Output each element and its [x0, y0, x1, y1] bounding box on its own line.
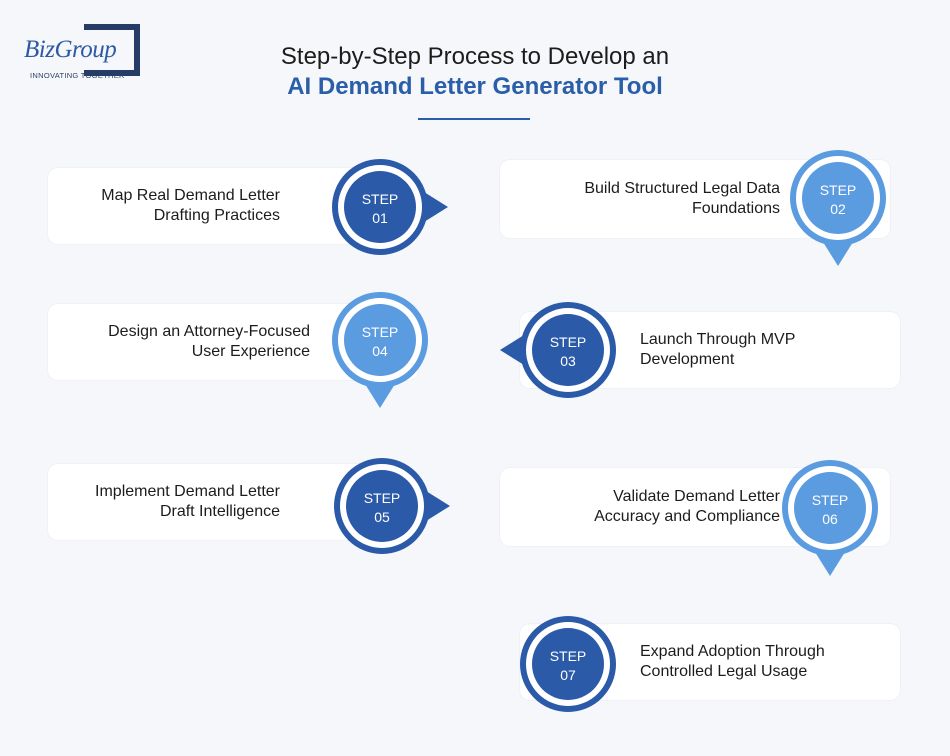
badge-step-number: 04 — [372, 343, 388, 359]
step-badge-graphic: STEP 07 — [520, 616, 616, 712]
title-underline — [418, 118, 530, 120]
badge-step-word: STEP — [550, 648, 587, 664]
logo-frame — [84, 24, 140, 76]
title-line-1: Step-by-Step Process to Develop an — [280, 43, 670, 70]
step-badge-graphic: STEP 02 — [790, 150, 886, 266]
step-badge-graphic: STEP 06 — [782, 460, 878, 576]
badge-step-word: STEP — [550, 334, 587, 350]
badge-step-word: STEP — [362, 324, 399, 340]
step-label-02: Build Structured Legal Data Foundations — [584, 180, 780, 217]
step-badge-04: STEP 04 — [310, 270, 450, 410]
step-badge-06: STEP 06 — [760, 438, 900, 578]
step-label-06: Validate Demand Letter Accuracy and Comp… — [594, 488, 780, 525]
step-label-07: Expand Adoption Through Controlled Legal… — [640, 643, 825, 680]
badge-step-word: STEP — [812, 492, 849, 508]
badge-inner-circle — [532, 628, 604, 700]
step-label-01: Map Real Demand Letter Drafting Practice… — [101, 187, 280, 224]
badge-inner-circle — [532, 314, 604, 386]
step-label-05: Implement Demand Letter Draft Intelligen… — [95, 483, 280, 520]
badge-inner-circle — [344, 171, 416, 243]
logo-tagline: INNOVATING TOGETHER — [30, 71, 125, 80]
badge-step-word: STEP — [364, 490, 401, 506]
step-badge-07: STEP 07 — [498, 594, 638, 734]
step-label-04: Design an Attorney-Focused User Experien… — [108, 323, 310, 360]
page-title: Step-by-Step Process to Develop an AI De… — [0, 42, 950, 102]
step-badge-graphic: STEP 04 — [332, 292, 428, 408]
step-badge-02: STEP 02 — [768, 128, 908, 268]
badge-step-number: 06 — [822, 511, 838, 527]
step-badge-graphic: STEP 05 — [334, 458, 450, 554]
step-badge-01: STEP 01 — [310, 137, 450, 277]
step-badge-graphic: STEP 01 — [332, 159, 448, 255]
badge-inner-circle — [794, 472, 866, 544]
badge-step-number: 03 — [560, 353, 576, 369]
badge-step-number: 02 — [830, 201, 846, 217]
badge-inner-circle — [344, 304, 416, 376]
step-card-05: Implement Demand Letter Draft Intelligen… — [48, 464, 388, 540]
step-badge-graphic: STEP 03 — [500, 302, 616, 398]
logo: BizGroup INNOVATING TOGETHER — [20, 24, 158, 84]
step-badge-03: STEP 03 — [498, 280, 638, 420]
badge-inner-circle — [346, 470, 418, 542]
badge-step-word: STEP — [362, 191, 399, 207]
title-line-2: AI Demand Letter Generator Tool — [287, 73, 663, 100]
step-card-01: Map Real Demand Letter Drafting Practice… — [48, 168, 388, 244]
badge-step-number: 07 — [560, 667, 576, 683]
step-label-03: Launch Through MVP Development — [640, 331, 796, 368]
step-badge-05: STEP 05 — [312, 436, 452, 576]
logo-brand: BizGroup — [24, 36, 117, 63]
badge-step-number: 05 — [374, 509, 390, 525]
badge-inner-circle — [802, 162, 874, 234]
badge-step-number: 01 — [372, 210, 388, 226]
badge-step-word: STEP — [820, 182, 857, 198]
